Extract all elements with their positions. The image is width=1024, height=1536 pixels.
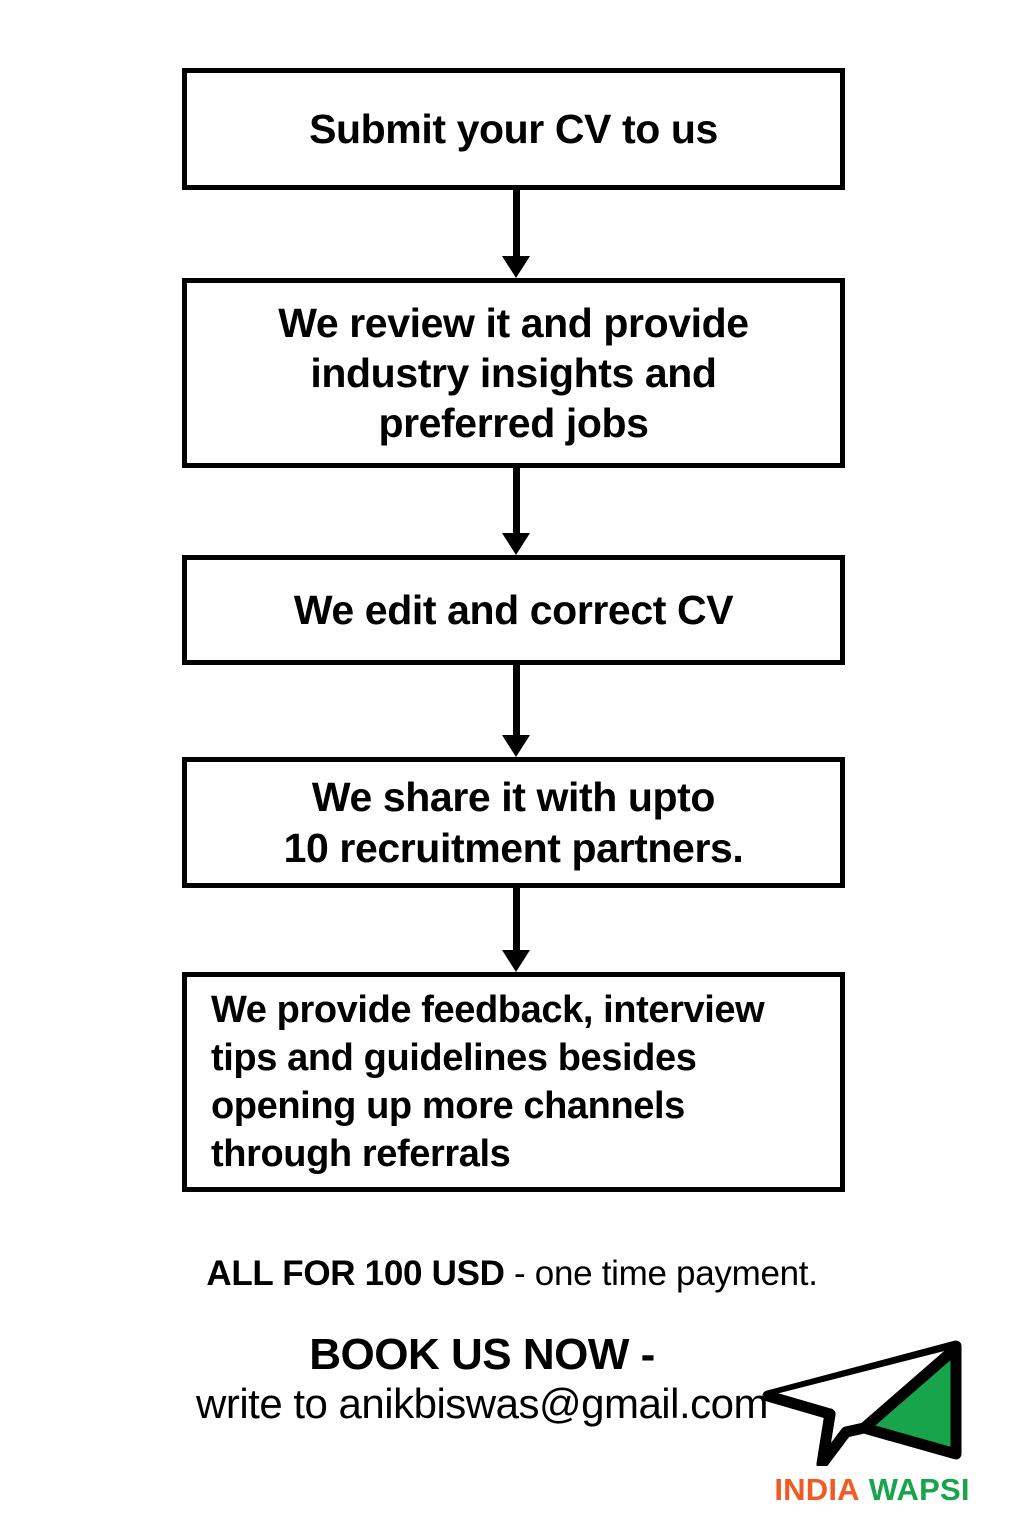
arrow-head-icon [502, 950, 530, 972]
price-note: - one time payment. [504, 1254, 818, 1293]
flow-step-box-2: We review it and provide industry insigh… [182, 278, 845, 468]
arrow-shaft-icon [513, 190, 520, 256]
flow-step-box-3: We edit and correct CV [182, 555, 845, 665]
arrow-head-icon [502, 256, 530, 278]
arrow-head-icon [502, 735, 530, 757]
paper-plane-icon [762, 1340, 962, 1466]
flow-step-label-2: We review it and provide industry insigh… [278, 299, 749, 446]
logo-word-wapsi: WAPSI [868, 1472, 970, 1507]
flow-arrow-3 [502, 665, 530, 757]
flow-step-box-5: We provide feedback, interview tips and … [182, 972, 845, 1192]
price-amount: ALL FOR 100 USD [206, 1254, 505, 1293]
flow-step-label-4: We share it with upto 10 recruitment par… [283, 774, 744, 871]
flow-arrow-2 [502, 468, 530, 555]
logo-word-india: INDIA [774, 1472, 860, 1507]
call-to-action-block: BOOK US NOW - write to anikbiswas@gmail.… [0, 1330, 1024, 1429]
flow-step-label-5: We provide feedback, interview tips and … [211, 988, 765, 1176]
arrow-shaft-icon [513, 468, 520, 533]
flow-step-label-1: Submit your CV to us [309, 105, 718, 152]
arrow-shaft-icon [513, 665, 520, 735]
plane-crease-line [816, 1408, 836, 1466]
cta-headline: BOOK US NOW - [309, 1330, 655, 1379]
flow-arrow-4 [502, 888, 530, 972]
arrow-head-icon [502, 533, 530, 555]
price-line: ALL FOR 100 USD - one time payment. [0, 1254, 1024, 1294]
flow-step-label-3: We edit and correct CV [293, 586, 734, 633]
arrow-shaft-icon [513, 888, 520, 950]
flow-arrow-1 [502, 190, 530, 278]
flow-step-box-1: Submit your CV to us [182, 68, 845, 190]
plane-fold-flap [762, 1342, 962, 1466]
flow-step-box-4: We share it with upto 10 recruitment par… [182, 757, 845, 888]
cta-email-line[interactable]: write to anikbiswas@gmail.com [196, 1380, 768, 1428]
